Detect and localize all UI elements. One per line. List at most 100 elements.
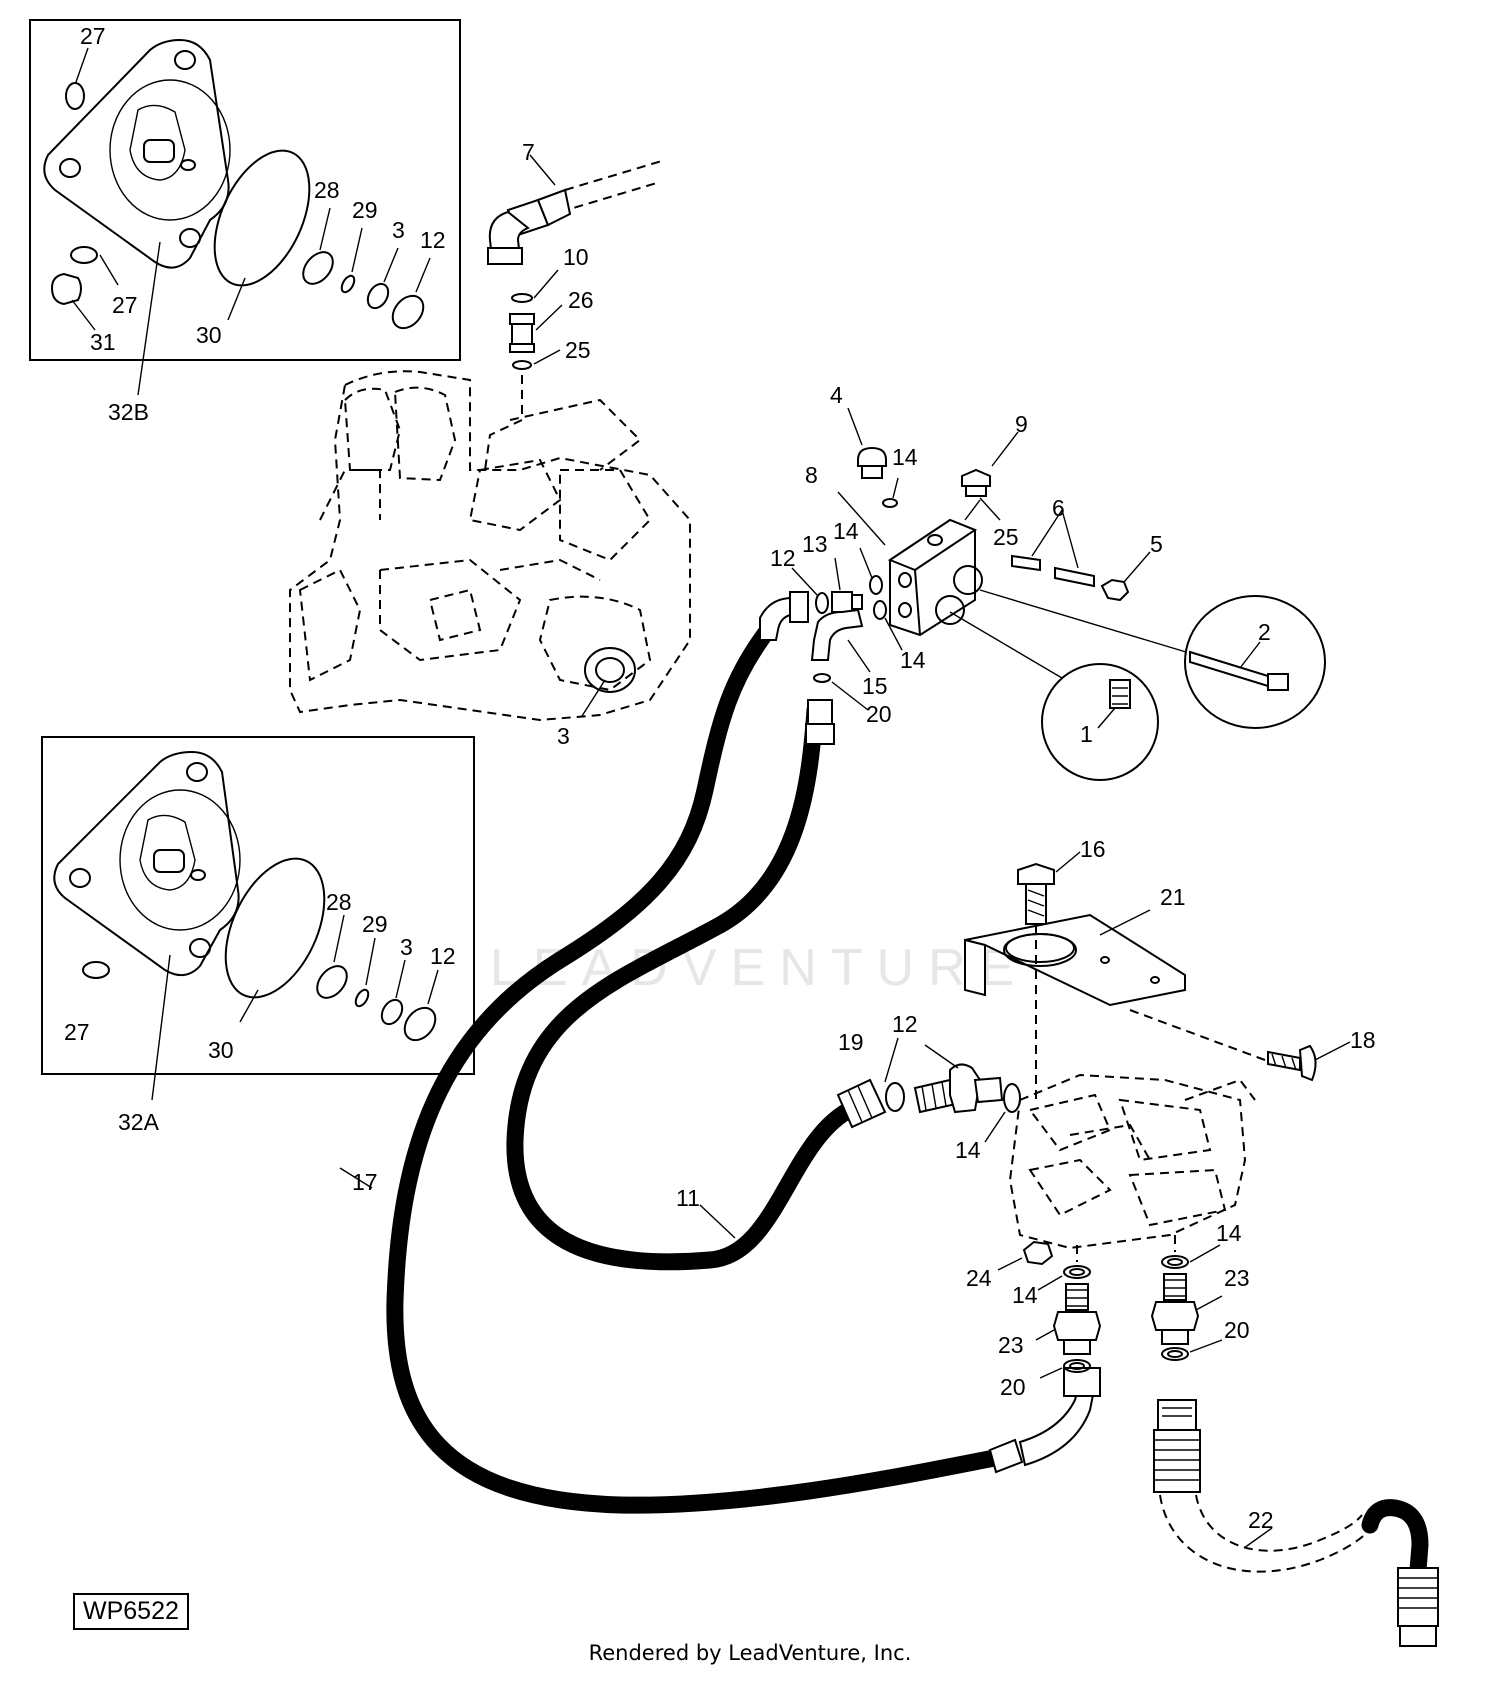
callout-12-valve: 12 (770, 545, 796, 571)
callout-12: 12 (430, 943, 456, 969)
callout-10: 10 (563, 244, 589, 270)
callout-19: 18 (1350, 1027, 1376, 1053)
callout-28: 28 (314, 177, 340, 203)
callout-14-left: 14 (1012, 1282, 1038, 1308)
seal-28 (302, 251, 334, 285)
callout-20-right: 20 (1224, 1317, 1250, 1343)
callout-20-left: 20 (1000, 1374, 1026, 1400)
bolt-19: 18 (1267, 1027, 1376, 1082)
callout-23-right: 23 (1224, 1265, 1250, 1291)
hose-11: 11 (506, 701, 869, 1271)
callout-9: 9 (1015, 411, 1028, 437)
inset-32b-frame (29, 19, 461, 361)
inset-32a-label: 32A (118, 1109, 160, 1135)
callout-20-valve: 20 (866, 701, 892, 727)
detail-circle-2: 2 (979, 589, 1326, 729)
callout-27-lower: 27 (112, 292, 138, 318)
callout-3: 3 (392, 217, 405, 243)
callout-22: 22 (1248, 1507, 1274, 1533)
set-screw-1 (1109, 679, 1131, 709)
mounting-bracket-21: 21 (964, 884, 1266, 1100)
ring-3 (380, 998, 404, 1026)
callout-29: 29 (362, 911, 388, 937)
callout-13: 13 (802, 531, 828, 557)
rod-2 (1189, 650, 1269, 688)
callout-25: 25 (565, 337, 591, 363)
callout-28: 28 (326, 889, 352, 915)
inset-32b-label: 32B (108, 399, 149, 425)
seal-12 (391, 294, 425, 330)
hydraulic-pump-dashed: 3 (289, 370, 691, 749)
callout-12-lower: 19 (838, 1029, 864, 1055)
callout-27: 27 (64, 1019, 90, 1045)
callout-12: 12 (420, 227, 446, 253)
callout-25-valve: 25 (993, 524, 1019, 550)
seal-28 (316, 965, 348, 999)
callout-14-top: 14 (892, 444, 918, 470)
callout-16: 16 (1080, 836, 1106, 862)
flange-plate-32b (43, 38, 230, 269)
inset-32a-frame (41, 736, 475, 1075)
o-ring-27 (82, 961, 110, 979)
hose-ends (759, 591, 1101, 1474)
callout-15: 15 (862, 673, 888, 699)
inset-32b: 27 27 31 30 28 29 3 12 32B (29, 19, 461, 425)
flange-plate-32a (53, 750, 240, 977)
callout-2: 2 (1258, 619, 1271, 645)
seal-12 (403, 1006, 437, 1042)
callout-8: 8 (805, 462, 818, 488)
bolt-16: 16 (1017, 836, 1106, 925)
callout-21: 21 (1160, 884, 1186, 910)
seal-12 (815, 592, 829, 614)
o-ring-30 (224, 857, 326, 999)
elbow-fitting-7: 7 (487, 139, 666, 265)
callout-17: 17 (352, 1169, 378, 1195)
callout-30: 30 (196, 322, 222, 348)
ring-3 (366, 282, 390, 310)
elbow-fitting-18: 19 12 14 (838, 1011, 1021, 1163)
callout-23-left: 23 (998, 1332, 1024, 1358)
callout-14-right: 14 (1216, 1220, 1242, 1246)
seal-12 (885, 1082, 905, 1112)
o-ring-30 (213, 149, 311, 287)
adapter-stack-10-26-25: 10 26 25 (484, 244, 594, 471)
hose-22: 22 (1153, 1399, 1439, 1647)
left-adapter-stack: 14 23 20 (998, 1245, 1102, 1400)
callout-14-valve: 14 (833, 518, 859, 544)
o-ring-27b (70, 246, 98, 264)
callout-7: 7 (522, 139, 535, 165)
callout-4: 4 (830, 382, 843, 408)
o-ring-27a (65, 82, 85, 110)
callout-27-top: 27 (80, 23, 106, 49)
callout-14-elbow: 14 (955, 1137, 981, 1163)
inset-32a: 27 30 28 29 3 12 32A (41, 736, 475, 1135)
figure-id-label: WP6522 (73, 1593, 189, 1630)
callout-29: 29 (352, 197, 378, 223)
callout-31: 31 (90, 329, 116, 355)
plug-31 (50, 272, 82, 306)
callout-30: 30 (208, 1037, 234, 1063)
control-valve-dashed (1008, 1073, 1256, 1250)
callout-6: 6 (1052, 495, 1065, 521)
ring-29 (340, 274, 356, 294)
hose-17: 17 (339, 621, 1019, 1514)
callout-18: 12 (892, 1011, 918, 1037)
nut-24: 24 (966, 1240, 1054, 1291)
callout-3: 3 (400, 934, 413, 960)
ring-29 (354, 988, 370, 1008)
valve-block-8: 8 4 14 9 25 6 5 (805, 382, 1163, 637)
callout-24: 24 (966, 1265, 992, 1291)
callout-14-lower: 14 (900, 647, 926, 673)
valve-fittings: 12 13 14 14 15 20 (770, 518, 926, 727)
callout-11: 11 (676, 1185, 700, 1211)
seal-14 (1003, 1083, 1021, 1113)
callout-5: 5 (1150, 531, 1163, 557)
right-adapter-stack: 14 23 20 (1150, 1220, 1250, 1361)
callout-26: 26 (568, 287, 594, 313)
callout-3-pump: 3 (557, 723, 570, 749)
callout-1: 1 (1080, 721, 1093, 747)
adapter-13 (831, 591, 853, 613)
detail-circle-1: 1 (949, 611, 1159, 781)
footer-credit: Rendered by LeadVenture, Inc. (588, 1641, 912, 1665)
